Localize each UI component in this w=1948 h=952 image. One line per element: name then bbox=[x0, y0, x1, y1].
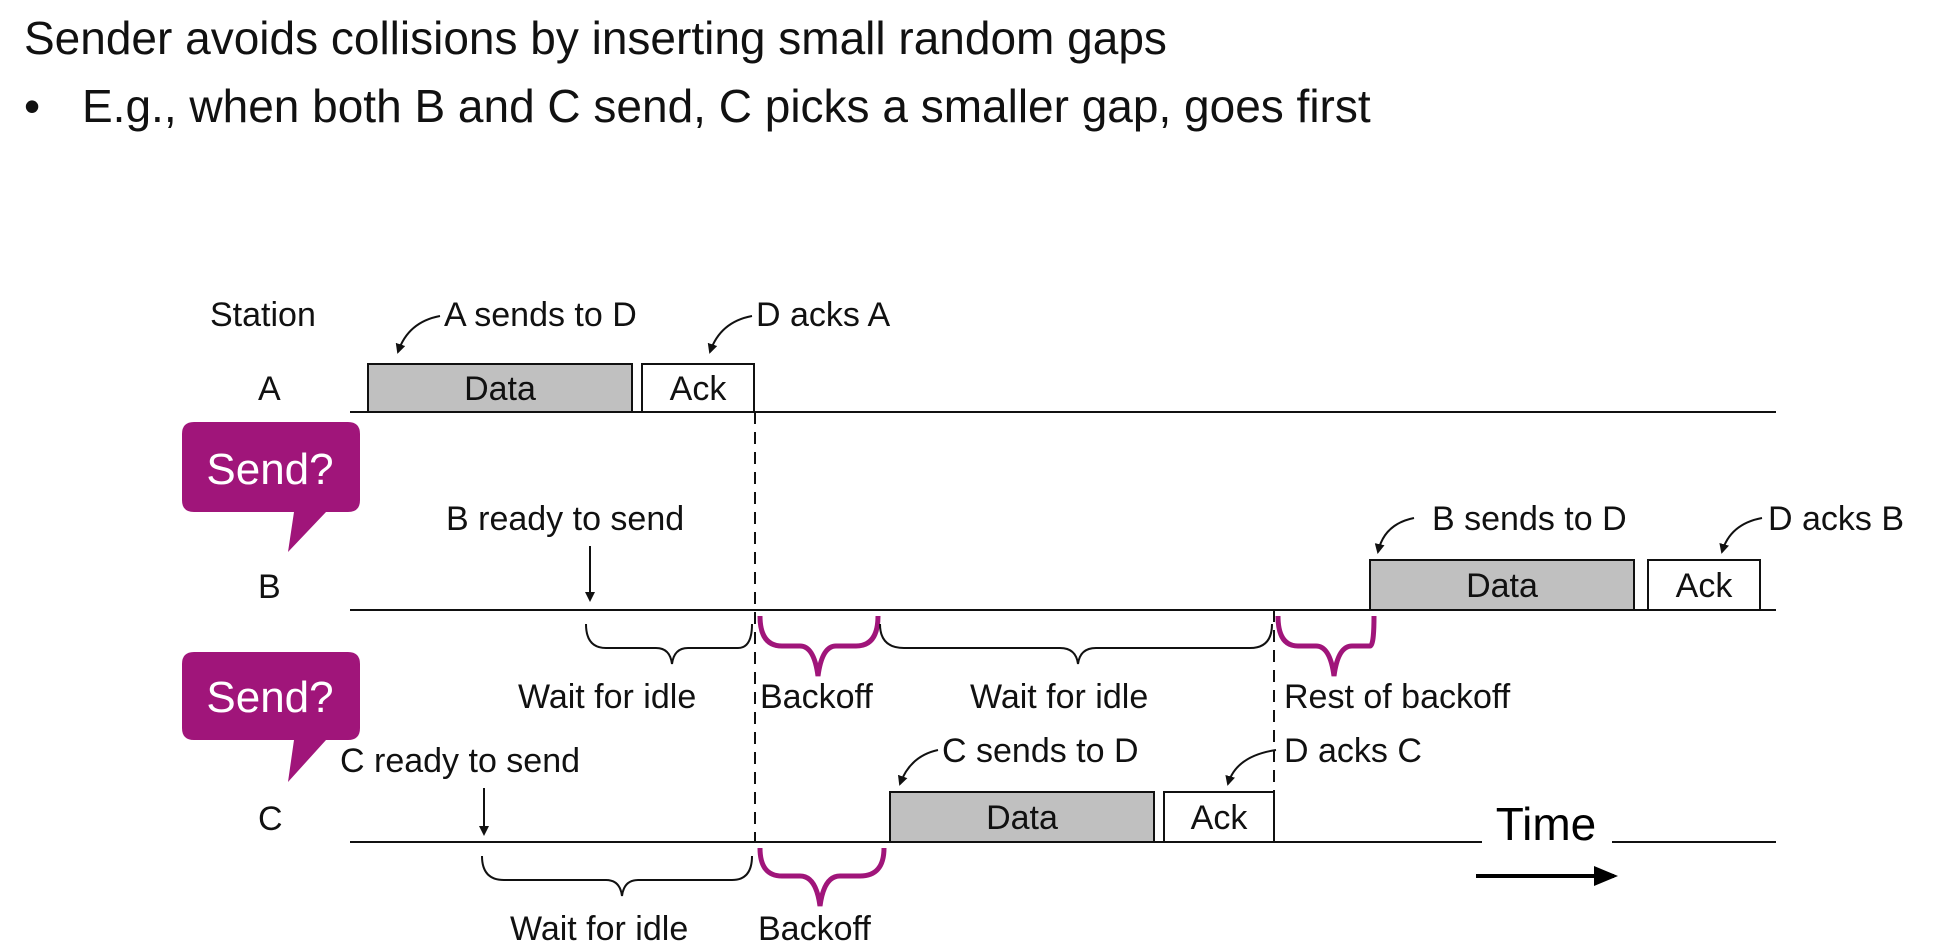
c-ack-frame bbox=[1163, 791, 1275, 843]
d-acks-c-arrow bbox=[1225, 749, 1277, 786]
b-rest-backoff-brace bbox=[1275, 615, 1377, 677]
station-c-label: C bbox=[258, 800, 283, 838]
a-sends-arrow bbox=[395, 315, 441, 354]
c-ack-label: Ack bbox=[1191, 799, 1249, 837]
c-sends-annotation: C sends to D bbox=[942, 732, 1139, 770]
c-backoff-label: Backoff bbox=[758, 910, 871, 948]
bullet-point: • E.g., when both B and C send, C picks a… bbox=[24, 78, 1371, 134]
d-acks-a-annotation: D acks A bbox=[756, 296, 890, 334]
b-wait-label-1: Wait for idle bbox=[518, 678, 696, 716]
c-callout-text: Send? bbox=[206, 673, 333, 722]
c-backoff-brace bbox=[757, 847, 887, 907]
c-sends-arrow bbox=[897, 749, 939, 786]
b-sends-arrow bbox=[1374, 517, 1415, 554]
c-wait-label: Wait for idle bbox=[510, 910, 688, 948]
bullet-text: E.g., when both B and C send, C picks a … bbox=[82, 80, 1371, 132]
a-sends-annotation: A sends to D bbox=[444, 296, 637, 334]
b-ack-label: Ack bbox=[1676, 567, 1734, 605]
b-data-frame bbox=[1369, 559, 1635, 611]
d-acks-b-annotation: D acks B bbox=[1768, 500, 1904, 538]
b-callout-text: Send? bbox=[206, 445, 333, 494]
a-ack-label: Ack bbox=[670, 370, 728, 408]
b-wait-brace-2 bbox=[879, 623, 1273, 665]
b-wait-brace-1 bbox=[585, 623, 753, 665]
a-data-label: Data bbox=[464, 370, 536, 408]
b-ready-annotation: B ready to send bbox=[446, 500, 684, 538]
b-rest-backoff-label: Rest of backoff bbox=[1284, 678, 1511, 716]
bullet-marker: • bbox=[24, 80, 41, 132]
d-acks-a-arrow bbox=[707, 315, 753, 354]
a-data-frame bbox=[367, 363, 633, 413]
c-data-frame bbox=[889, 791, 1155, 843]
d-acks-c-annotation: D acks C bbox=[1284, 732, 1422, 770]
c-callout-bubble bbox=[182, 652, 360, 782]
c-ready-annotation: C ready to send bbox=[340, 742, 580, 780]
b-ack-frame bbox=[1647, 559, 1761, 611]
b-wait-label-2: Wait for idle bbox=[970, 678, 1148, 716]
station-header: Station bbox=[210, 296, 316, 334]
b-sends-annotation: B sends to D bbox=[1432, 500, 1627, 538]
b-backoff-label: Backoff bbox=[760, 678, 873, 716]
c-data-label: Data bbox=[986, 799, 1058, 837]
station-a-label: A bbox=[258, 370, 281, 408]
slide-title: Sender avoids collisions by inserting sm… bbox=[24, 12, 1167, 64]
d-acks-b-arrow bbox=[1719, 517, 1763, 554]
b-send-callout: Send? bbox=[182, 422, 360, 552]
a-ack-frame bbox=[641, 363, 755, 413]
station-b-label: B bbox=[258, 568, 281, 606]
c-send-callout: Send? bbox=[182, 652, 360, 782]
time-label: Time bbox=[1496, 798, 1597, 850]
b-data-label: Data bbox=[1466, 567, 1538, 605]
b-backoff-brace bbox=[757, 615, 881, 677]
b-callout-bubble bbox=[182, 422, 360, 552]
c-wait-brace bbox=[481, 855, 753, 897]
